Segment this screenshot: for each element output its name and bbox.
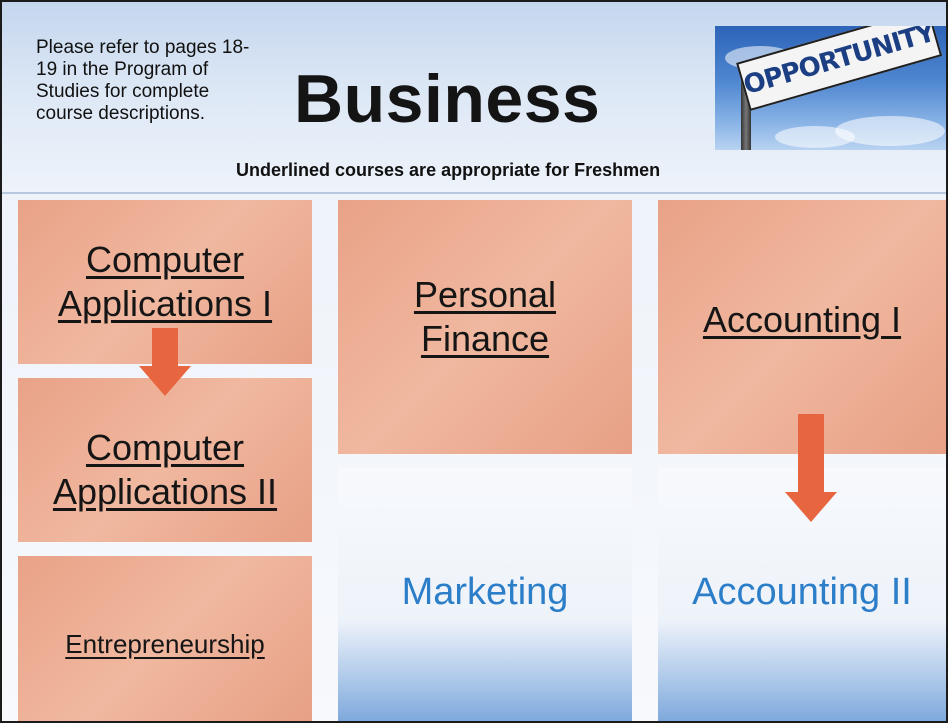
course-label: Computer Applications I xyxy=(57,239,273,324)
cloud-icon xyxy=(775,126,855,148)
opportunity-image: OPPORTUNITY xyxy=(715,26,946,150)
opportunity-sign: OPPORTUNITY xyxy=(736,26,943,112)
cloud-icon xyxy=(835,116,945,146)
course-label: Personal Finance xyxy=(413,274,557,359)
course-card-marketing: Marketing xyxy=(338,468,632,721)
course-label: Accounting I xyxy=(702,299,902,340)
course-card-entrepreneurship: Entrepreneurship xyxy=(18,556,312,721)
signpost-pole-icon xyxy=(741,78,751,150)
page-title: Business xyxy=(294,61,601,137)
reference-note: Please refer to pages 18-19 in the Progr… xyxy=(36,37,250,124)
course-card-accounting-1: Accounting I xyxy=(658,200,946,454)
course-card-accounting-2: Accounting II xyxy=(658,468,946,721)
course-label: Marketing xyxy=(401,571,569,613)
course-card-personal-finance: Personal Finance xyxy=(338,200,632,454)
header: Please refer to pages 18-19 in the Progr… xyxy=(2,2,946,194)
course-card-computer-applications-2: Computer Applications II xyxy=(18,378,312,542)
course-label: Accounting II xyxy=(692,571,912,613)
course-label: Computer Applications II xyxy=(52,427,278,512)
freshmen-note: Underlined courses are appropriate for F… xyxy=(236,160,661,180)
course-label: Entrepreneurship xyxy=(65,628,265,659)
